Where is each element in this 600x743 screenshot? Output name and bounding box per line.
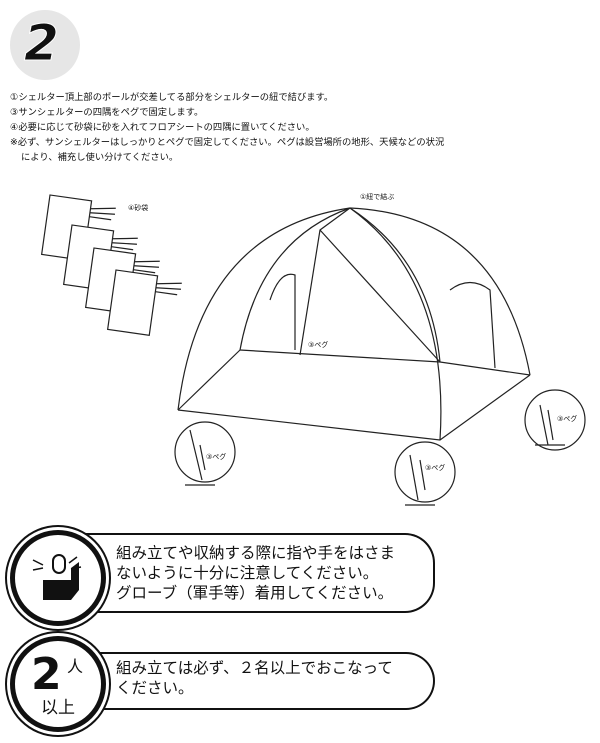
step-badge: 2: [10, 10, 80, 80]
pinched-finger-icon: [10, 530, 106, 626]
peg-label: ③ペグ: [206, 453, 227, 461]
step-number: 2: [24, 14, 60, 73]
peg-label: ③ペグ: [425, 464, 446, 472]
peg-detail-right: [524, 389, 586, 451]
peg-detail-left: [174, 421, 236, 486]
peg-label: ③ペグ: [308, 341, 329, 349]
instruction-line: ④必要に応じて砂袋に砂を入れてフロアシートの四隅に置いてください。: [10, 122, 315, 133]
instruction-line: により、補充し使い分けてください。: [21, 152, 179, 163]
warning-line: 組み立ては必ず、２名以上でおこなって: [116, 659, 393, 677]
instruction-line: ①シェルター頂上部のポールが交差してる部分をシェルターの紐で結びます。: [10, 92, 334, 103]
instruction-line: ③サンシェルターの四隅をペグで固定します。: [10, 107, 204, 118]
tent-illustration: [177, 207, 531, 441]
peg-label: ③ペグ: [557, 415, 578, 423]
tie-label: ①紐で結ぶ: [360, 193, 395, 201]
tent-diagram: [40, 194, 586, 506]
warning-text-fingers: 組み立てや収納する際に指や手をはさま ないように十分に注意してください。 グロー…: [116, 543, 395, 603]
warning-line: 組み立てや収納する際に指や手をはさま: [116, 544, 396, 562]
peg-detail-front: [394, 441, 456, 506]
warning-line: ないように十分に注意してください。: [116, 564, 379, 582]
instruction-line: ※必ず、サンシェルターはしっかりとペグで固定してください。ペグは設営場所の地形、…: [10, 137, 445, 148]
instructions: ①シェルター頂上部のポールが交差してる部分をシェルターの紐で結びます。 ③サンシ…: [10, 90, 444, 165]
warning-line: グローブ（軍手等）着用してください。: [116, 584, 394, 602]
two-people-icon: 2 人 以上: [10, 636, 106, 732]
sandbags-illustration: [40, 194, 182, 336]
sandbag-label: ④砂袋: [128, 204, 149, 212]
warning-text-two-people: 組み立ては必ず、２名以上でおこなって ください。: [116, 658, 393, 698]
icon-person: 人: [67, 657, 84, 676]
warning-box-fingers: [60, 533, 435, 613]
warning-line: ください。: [116, 679, 194, 697]
icon-or-more: 以上: [41, 698, 75, 718]
warning-box-two-people: [60, 652, 435, 710]
icon-number: 2: [31, 649, 62, 700]
